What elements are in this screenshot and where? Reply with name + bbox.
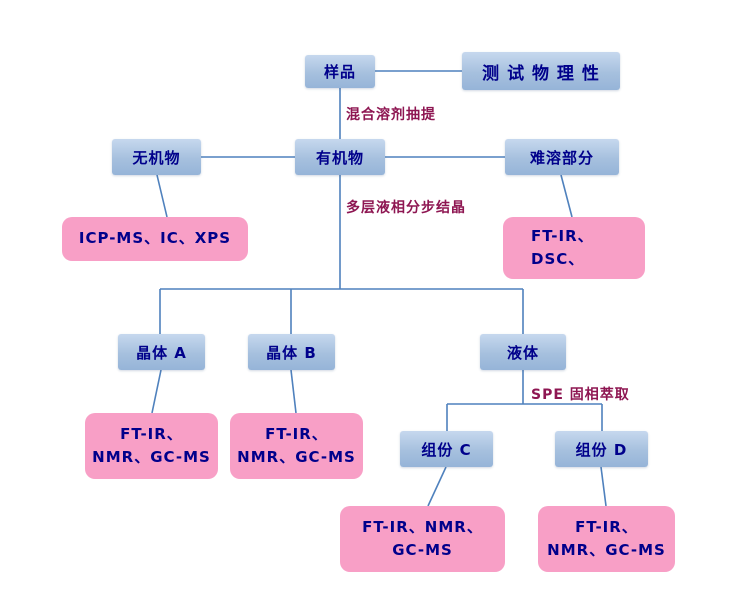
node-crystal-a: 晶体 A xyxy=(118,334,205,370)
node-insoluble: 难溶部分 xyxy=(505,139,619,175)
analysis-text-line2: GC-MS xyxy=(392,541,453,559)
node-inorganic-analysis: ICP-MS、IC、XPS xyxy=(62,217,248,261)
node-crystal-a-analysis: FT-IR、 NMR、GC-MS xyxy=(85,413,218,479)
node-fraction-c: 组份 C xyxy=(400,431,493,467)
analysis-text-line2: NMR、GC-MS xyxy=(237,448,356,466)
node-physical-test: 测 试 物 理 性 xyxy=(462,52,620,90)
analysis-text-line1: FT-IR、 xyxy=(265,424,328,443)
analysis-text: ICP-MS、IC、XPS xyxy=(78,229,232,248)
edge-label-extraction: 混合溶剂抽提 xyxy=(346,107,436,123)
edge-inorganic-analysis xyxy=(156,174,168,218)
edge-crystal-b-analysis xyxy=(290,369,297,414)
node-crystal-b-analysis: FT-IR、 NMR、GC-MS xyxy=(230,413,363,479)
node-organic: 有机物 xyxy=(295,139,385,175)
node-fraction-d: 组份 D xyxy=(555,431,648,467)
edge-label-crystallization: 多层液相分步结晶 xyxy=(346,200,466,216)
node-fraction-c-analysis: FT-IR、NMR、 GC-MS xyxy=(340,506,505,572)
analysis-text-line1: FT-IR、 xyxy=(120,424,183,443)
analysis-text-line2: NMR、GC-MS xyxy=(547,541,666,559)
connector-group xyxy=(151,70,607,507)
node-sample: 样品 xyxy=(305,55,375,88)
analysis-text-line2: DSC、 xyxy=(531,250,585,268)
edge-insoluble-analysis xyxy=(560,174,573,218)
analysis-text-line1: FT-IR、 xyxy=(575,517,638,536)
node-fraction-d-analysis: FT-IR、 NMR、GC-MS xyxy=(538,506,675,572)
analysis-text-line1: FT-IR、NMR、 xyxy=(362,517,483,536)
node-insoluble-analysis: FT-IR、 DSC、 xyxy=(503,217,645,279)
analysis-text-line1: FT-IR、 xyxy=(531,226,594,245)
edge-fraction-d-analysis xyxy=(600,466,607,507)
edge-label-spe: SPE 固相萃取 xyxy=(531,387,630,403)
analysis-text-line2: NMR、GC-MS xyxy=(92,448,211,466)
node-crystal-b: 晶体 B xyxy=(248,334,335,370)
edge-crystal-a-analysis xyxy=(151,369,162,414)
node-liquid: 液体 xyxy=(480,334,566,370)
node-inorganic: 无机物 xyxy=(112,139,201,175)
edge-fraction-c-analysis xyxy=(427,466,447,507)
